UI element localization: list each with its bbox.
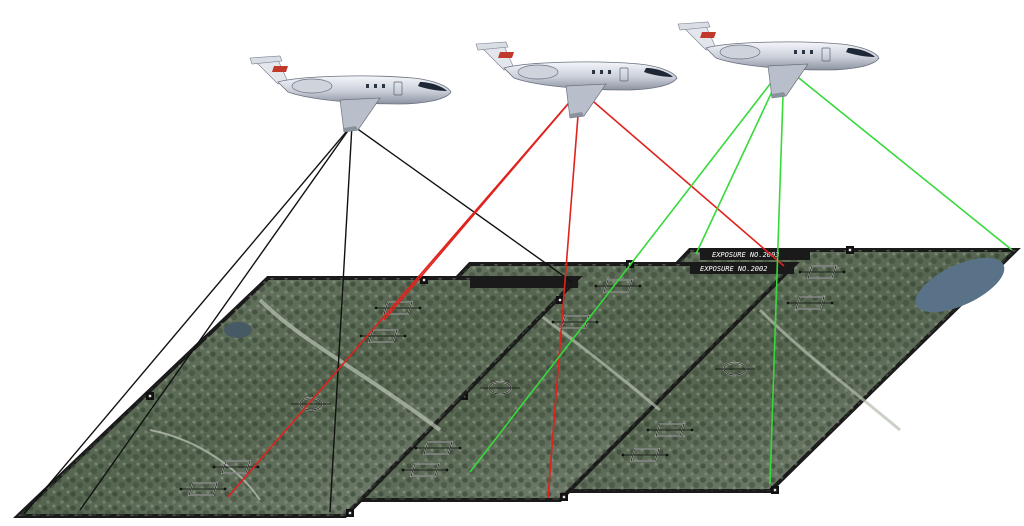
fiducial-mark-icon (846, 246, 854, 254)
aircraft-icon (249, 55, 452, 133)
fiducial-mark-icon (146, 392, 154, 400)
projection-rays-photo-3 (469, 65, 1013, 485)
projection-rays-photo-2 (227, 89, 785, 499)
aircraft-icon (475, 41, 678, 119)
aircraft-icon (677, 21, 880, 99)
photo-3-header: EXPOSURE NO.2003 (712, 251, 779, 259)
photo-2-header: EXPOSURE NO.2002 (700, 265, 767, 273)
projection-rays-photo-1 (23, 124, 573, 515)
fiducial-mark-icon (560, 493, 568, 501)
lake (915, 257, 1005, 313)
pond (224, 322, 252, 338)
fiducial-mark-icon (346, 509, 354, 517)
fiducial-mark-icon (771, 486, 779, 494)
aerial-photo-1 (12, 276, 583, 518)
